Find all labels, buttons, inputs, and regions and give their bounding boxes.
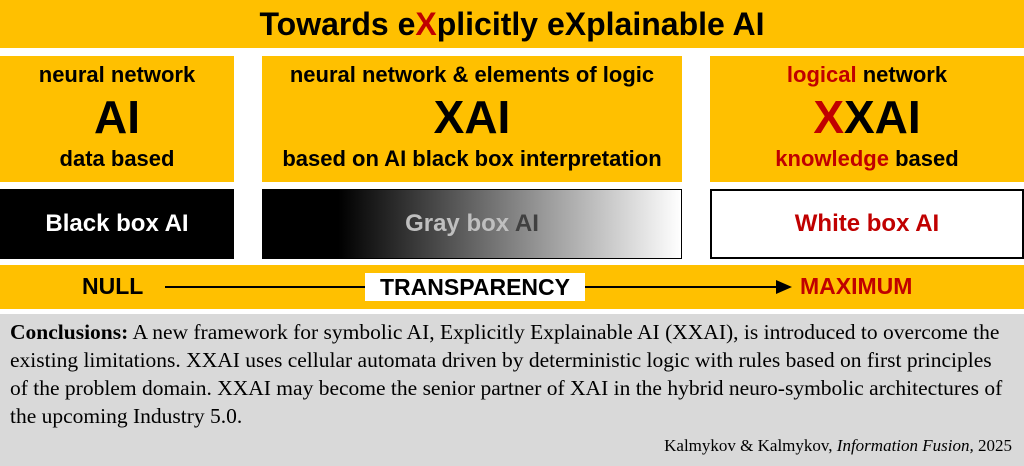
transparency-maximum: MAXIMUM xyxy=(800,273,913,299)
black-box-label: Black box AI xyxy=(45,210,189,237)
black-box: Black box AI xyxy=(0,189,234,259)
gray-box: Gray box AI xyxy=(262,189,682,259)
transparency-bar: NULL TRANSPARENCY MAXIMUM xyxy=(0,265,1024,309)
title-x-2: X xyxy=(564,5,587,42)
panel-xxai: logical network XXAI knowledge based xyxy=(710,56,1024,182)
panel-xxai-bottom: knowledge based xyxy=(775,146,959,171)
gray-box-label: Gray box AI xyxy=(405,210,539,237)
panel-ai-bottom: data based xyxy=(59,146,175,171)
panel-xxai-top: logical network xyxy=(786,62,948,87)
panel-xxai-big: XXAI xyxy=(813,91,921,143)
panel-xai-big: XAI xyxy=(433,91,511,143)
title-x-1: X xyxy=(415,5,437,42)
transparency-arrow-icon xyxy=(165,280,792,294)
panel-xai-bottom: based on AI black box interpretation xyxy=(282,146,662,171)
white-box-label: White box AI xyxy=(794,210,940,237)
transparency-null: NULL xyxy=(82,273,144,299)
panel-ai-big: AI xyxy=(94,91,140,143)
title-bar: Towards eXplicitly eXplainable AI xyxy=(0,0,1024,48)
panel-xai: neural network & elements of logic XAI b… xyxy=(262,56,682,182)
conclusions-box: Conclusions: A new framework for symboli… xyxy=(0,314,1024,466)
citation: Kalmykov & Kalmykov, Information Fusion,… xyxy=(664,436,1012,455)
panel-ai: neural network AI data based xyxy=(0,56,234,182)
panel-xai-top: neural network & elements of logic xyxy=(289,62,655,87)
transparency-label: TRANSPARENCY xyxy=(365,273,585,301)
white-box: White box AI xyxy=(710,189,1024,259)
panel-ai-top: neural network xyxy=(38,62,196,87)
conclusions-text: Conclusions: A new framework for symboli… xyxy=(10,320,1003,428)
page-title: Towards eXplicitly eXplainable AI xyxy=(259,5,765,42)
